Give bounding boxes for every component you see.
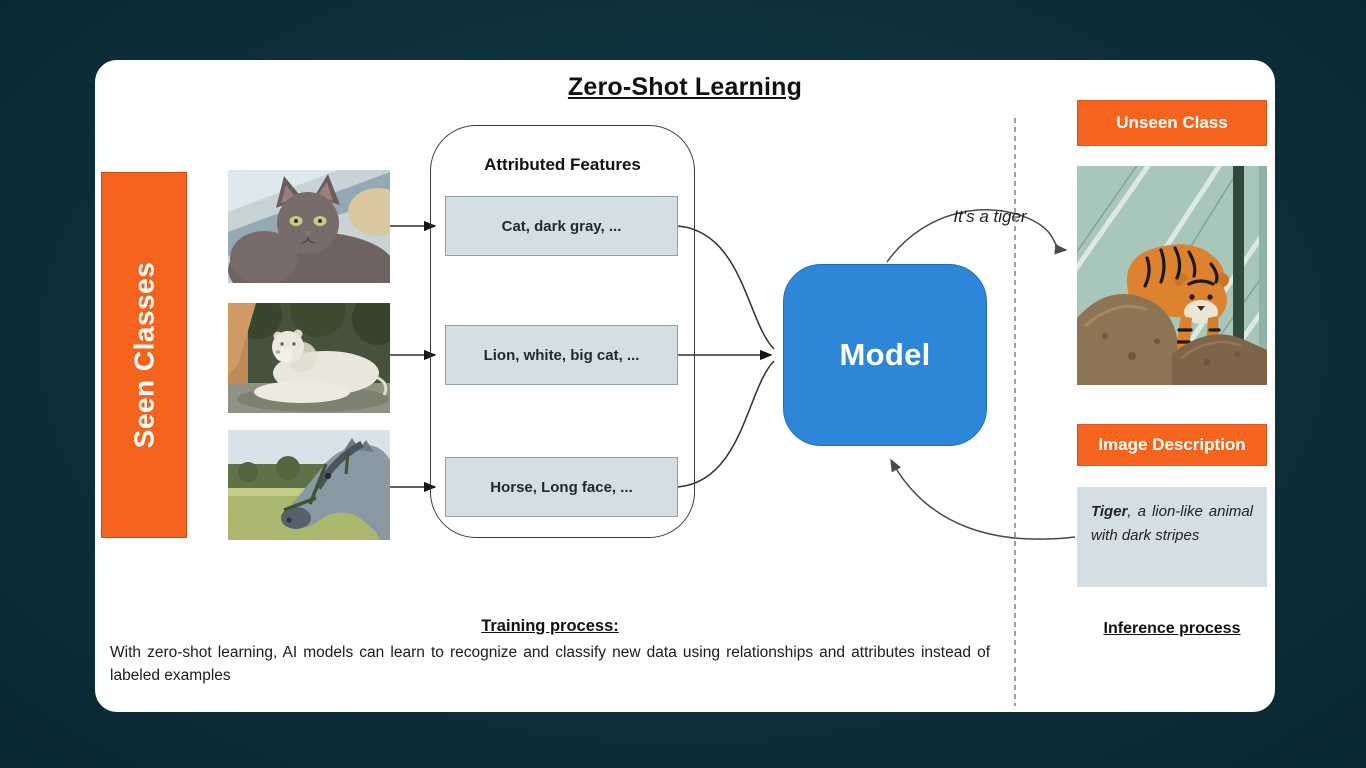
tiger-illustration — [1077, 166, 1267, 385]
training-process-heading: Training process: — [481, 617, 619, 635]
inference-process-heading: Inference process — [1103, 620, 1241, 637]
prediction-label: It's a tiger — [953, 207, 1027, 226]
cat-photo — [228, 170, 390, 283]
description-term: Tiger — [1091, 503, 1128, 520]
attributed-features-title: Attributed Features — [484, 155, 641, 174]
cat-illustration — [228, 170, 390, 283]
lion-illustration — [228, 303, 390, 413]
feature-box-horse: Horse, Long face, ... — [445, 457, 678, 517]
seen-classes-banner: Seen Classes — [101, 172, 187, 538]
training-process-body: With zero-shot learning, AI models can l… — [110, 644, 990, 685]
lion-photo — [228, 303, 390, 413]
description-rest: , a lion-like animal with dark stripes — [1091, 503, 1253, 545]
slide-card: Zero-Shot Learning Seen Classes — [95, 60, 1275, 712]
unseen-class-header: Unseen Class — [1077, 100, 1267, 146]
image-description-box: Tiger, a lion-like animal with dark stri… — [1077, 487, 1267, 587]
image-description-header: Image Description — [1077, 424, 1267, 466]
model-label: Model — [839, 337, 931, 372]
arrow-description-to-model — [890, 458, 1076, 540]
model-node: Model — [783, 264, 987, 446]
image-description-label: Image Description — [1098, 435, 1246, 454]
train-inference-divider — [1014, 118, 1016, 706]
seen-classes-label: Seen Classes — [128, 261, 160, 449]
feature-box-cat: Cat, dark gray, ... — [445, 196, 678, 256]
attributed-features-container — [430, 125, 695, 538]
horse-photo — [228, 430, 390, 540]
tiger-photo — [1077, 166, 1267, 385]
horse-illustration — [228, 430, 390, 540]
feature-box-lion: Lion, white, big cat, ... — [445, 325, 678, 385]
page-title: Zero-Shot Learning — [567, 73, 803, 101]
unseen-class-label: Unseen Class — [1116, 113, 1228, 132]
